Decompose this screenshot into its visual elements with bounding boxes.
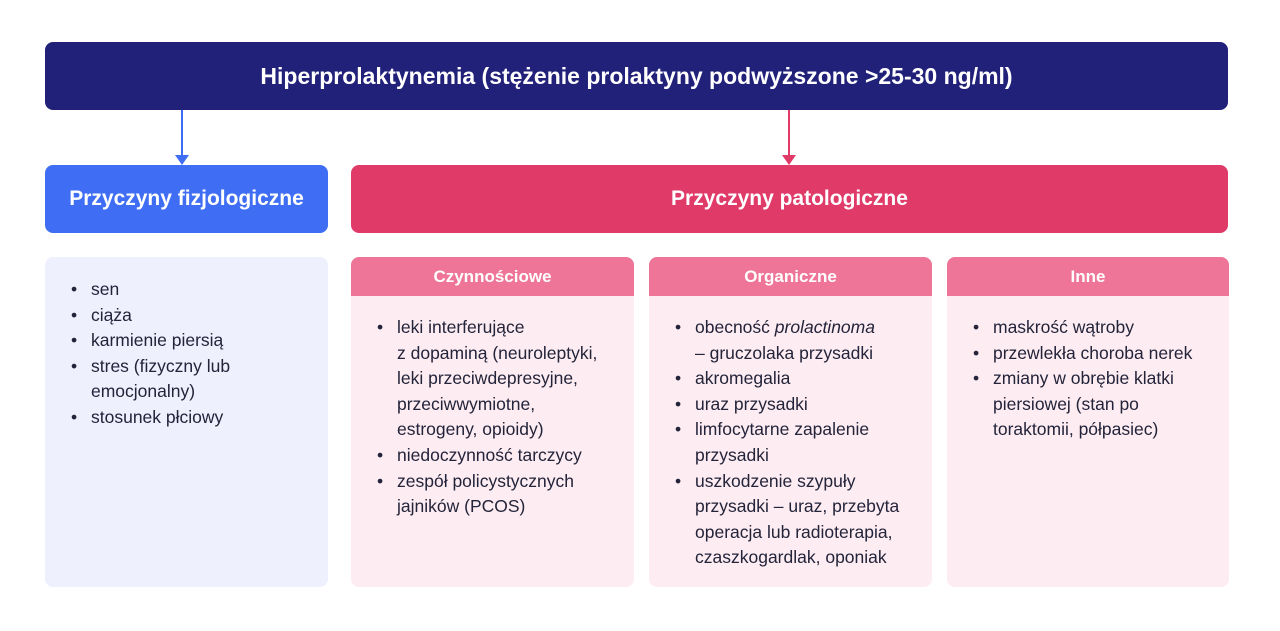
arrow-to-pathological [782, 110, 796, 165]
pathological-label: Przyczyny patologiczne [671, 187, 908, 210]
functional-column: Czynnościowe leki interferujące z dopami… [351, 257, 634, 587]
functional-header: Czynnościowe [351, 257, 634, 296]
list-item: uszkodzenie szypuły przysadki – uraz, pr… [675, 469, 932, 571]
functional-list: leki interferujące z dopaminą (neurolept… [351, 296, 634, 520]
list-item: zespół policystycznych jajników (PCOS) [377, 469, 634, 520]
list-item: karmienie piersią [71, 328, 328, 354]
item-text: obecność [695, 317, 775, 337]
list-item: akromegalia [675, 366, 932, 392]
item-text: – gruczolaka przysadki [695, 342, 873, 363]
physiological-list: sen ciąża karmienie piersią stres (fizyc… [45, 257, 328, 431]
list-item: stres (fizyczny lub emocjonalny) [71, 354, 328, 405]
item-italic-text: prolactinoma [774, 317, 875, 337]
physiological-label: Przyczyny fizjologiczne [69, 187, 304, 210]
list-item: przewlekła choroba nerek [973, 341, 1229, 367]
list-item: limfocytarne zapalenie przysadki [675, 417, 932, 468]
list-item: sen [71, 277, 328, 303]
other-column: Inne maskrość wątroby przewlekła choroba… [947, 257, 1229, 587]
list-item: leki interferujące z dopaminą (neurolept… [377, 315, 634, 443]
list-item: stosunek płciowy [71, 405, 328, 431]
list-item: niedoczynność tarczycy [377, 443, 634, 469]
list-item: uraz przysadki [675, 392, 932, 418]
pathological-header: Przyczyny patologiczne [351, 165, 1228, 233]
list-item: obecność prolactinoma – gruczolaka przys… [675, 315, 932, 366]
list-item: ciąża [71, 303, 328, 329]
organic-header: Organiczne [649, 257, 932, 296]
title-box: Hiperprolaktynemia (stężenie prolaktyny … [45, 42, 1228, 110]
organic-column: Organiczne obecność prolactinoma – grucz… [649, 257, 932, 587]
other-header: Inne [947, 257, 1229, 296]
physiological-list-box: sen ciąża karmienie piersią stres (fizyc… [45, 257, 328, 587]
organic-list: obecność prolactinoma – gruczolaka przys… [649, 296, 932, 571]
title: Hiperprolaktynemia (stężenie prolaktyny … [260, 62, 1013, 89]
other-list: maskrość wątroby przewlekła choroba nere… [947, 296, 1229, 443]
physiological-header: Przyczyny fizjologiczne [45, 165, 328, 233]
list-item: maskrość wątroby [973, 315, 1229, 341]
list-item: zmiany w obrębie klatki piersiowej (stan… [973, 366, 1229, 443]
arrow-to-physiological [175, 110, 189, 165]
